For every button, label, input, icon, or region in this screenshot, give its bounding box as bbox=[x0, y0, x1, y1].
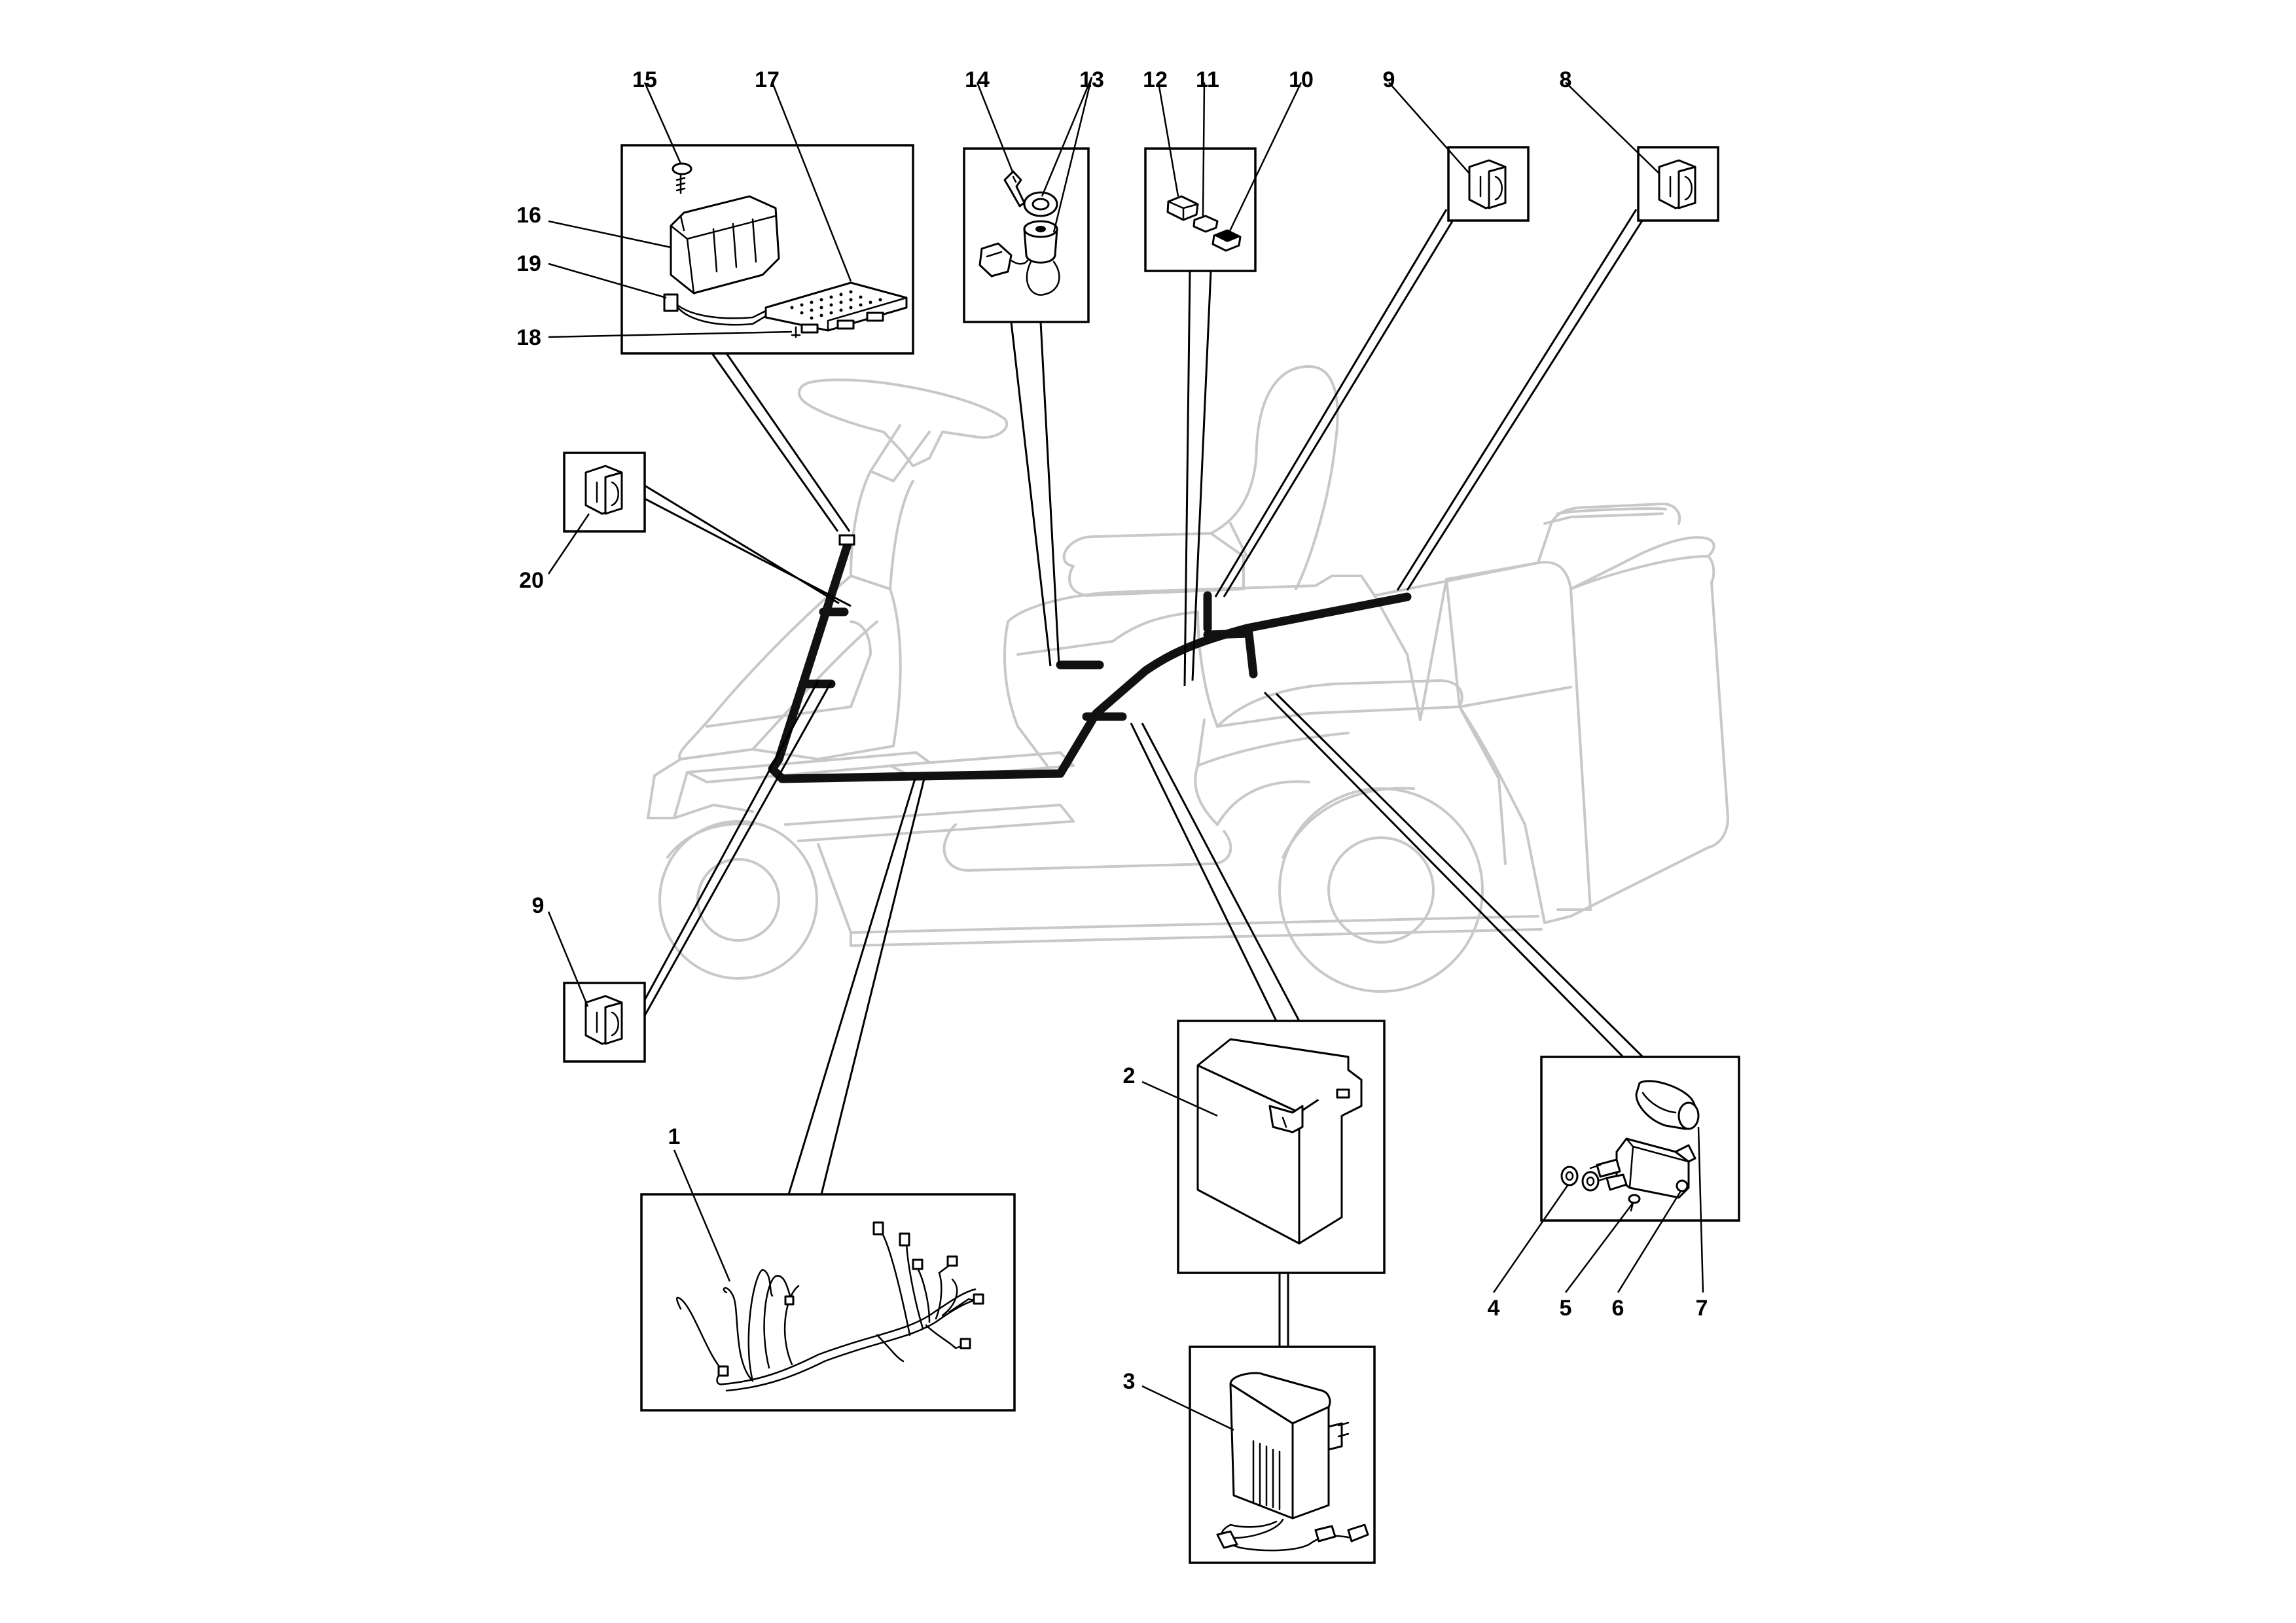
callout-17: 17 bbox=[755, 67, 780, 92]
starter-solenoid-icon bbox=[1589, 1137, 1696, 1199]
callout-4: 4 bbox=[1488, 1296, 1500, 1321]
callout-7: 7 bbox=[1696, 1296, 1708, 1321]
callout-3: 3 bbox=[1123, 1369, 1136, 1394]
switch-box-8 bbox=[1565, 82, 1719, 222]
safety-switch-icon bbox=[1468, 159, 1507, 209]
screw-icon bbox=[791, 326, 801, 338]
callout-9-top: 9 bbox=[1383, 67, 1395, 92]
battery-charger-icon bbox=[1216, 1372, 1369, 1552]
nut-icon bbox=[1560, 1166, 1600, 1192]
callout-14: 14 bbox=[965, 67, 990, 92]
callout-15: 15 bbox=[632, 67, 657, 92]
control-unit-icon bbox=[670, 195, 780, 294]
circuit-board-icon bbox=[764, 281, 908, 334]
callout-1: 1 bbox=[668, 1124, 681, 1149]
ride-on-mower-outline-icon bbox=[647, 365, 1729, 993]
leader-lines bbox=[643, 209, 1651, 1347]
callout-8: 8 bbox=[1560, 67, 1572, 92]
fuse-box bbox=[1144, 82, 1302, 272]
callout-20: 20 bbox=[519, 568, 544, 593]
callout-5: 5 bbox=[1560, 1296, 1572, 1321]
terminal-cap-icon bbox=[1635, 1080, 1700, 1130]
safety-switch-icon bbox=[584, 465, 623, 515]
callout-6: 6 bbox=[1612, 1296, 1624, 1321]
switch-box-9-top bbox=[1388, 82, 1530, 222]
callout-18: 18 bbox=[516, 325, 541, 350]
harness-on-tractor bbox=[768, 534, 1412, 783]
fuse-holder-icon bbox=[1166, 195, 1199, 221]
callout-11: 11 bbox=[1196, 67, 1219, 92]
safety-switch-icon bbox=[1658, 159, 1696, 209]
callout-10: 10 bbox=[1289, 67, 1314, 92]
ignition-key-icon bbox=[1003, 170, 1026, 207]
ignition-box bbox=[963, 77, 1093, 323]
harness-box bbox=[640, 1149, 1016, 1412]
control-unit-box bbox=[548, 82, 914, 355]
switch-box-20 bbox=[547, 452, 646, 575]
switch-box-9-bottom bbox=[547, 911, 646, 1063]
connector-icon bbox=[663, 293, 774, 326]
callout-13: 13 bbox=[1079, 67, 1104, 92]
callout-19: 19 bbox=[516, 251, 541, 276]
callout-16: 16 bbox=[516, 203, 541, 228]
wiring-harness-icon bbox=[676, 1229, 983, 1392]
callout-2: 2 bbox=[1123, 1063, 1136, 1088]
charger-box bbox=[1141, 1346, 1376, 1564]
battery-icon bbox=[1196, 1038, 1363, 1245]
callout-labels: 1 2 3 4 5 6 7 8 9 9 10 11 12 13 14 15 16… bbox=[516, 67, 1708, 1394]
connector-icon bbox=[717, 1221, 984, 1377]
connector-icon bbox=[978, 242, 1029, 277]
battery-box bbox=[1141, 1020, 1386, 1274]
fuse-icon bbox=[1193, 215, 1219, 233]
ignition-key-switch-icon bbox=[1023, 191, 1060, 296]
callout-9-bottom: 9 bbox=[532, 893, 545, 918]
callout-12: 12 bbox=[1143, 67, 1168, 92]
screw-icon bbox=[1628, 1194, 1641, 1212]
fuse-icon bbox=[1211, 229, 1242, 252]
solenoid-box bbox=[1492, 1056, 1740, 1293]
screw-icon bbox=[672, 162, 692, 194]
safety-switch-icon bbox=[584, 995, 623, 1045]
